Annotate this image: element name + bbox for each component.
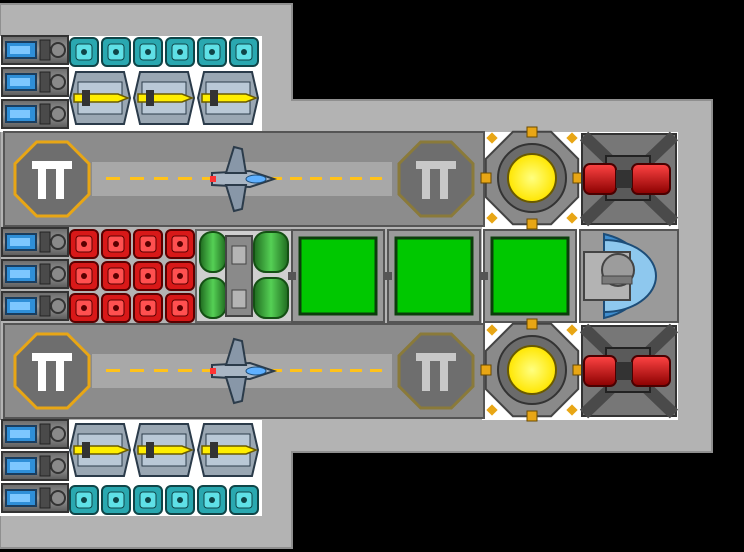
thruster-column-middle <box>1 227 69 321</box>
armor-cell[interactable] <box>101 293 131 323</box>
missile-row-bottom <box>68 423 260 477</box>
laser-turret[interactable] <box>579 323 679 419</box>
shield-cell[interactable] <box>69 37 99 67</box>
shield-cell[interactable] <box>101 485 131 515</box>
laser-turret-column <box>579 131 679 419</box>
thruster-module[interactable] <box>1 67 69 97</box>
thruster-module[interactable] <box>1 259 69 289</box>
shield-cell-row-bottom <box>69 485 259 515</box>
armor-cell[interactable] <box>101 261 131 291</box>
fighter-ship[interactable] <box>210 337 278 405</box>
shield-cell[interactable] <box>101 37 131 67</box>
shield-cell[interactable] <box>133 37 163 67</box>
armor-cell[interactable] <box>69 229 99 259</box>
thruster-module[interactable] <box>1 483 69 513</box>
shield-cell[interactable] <box>165 37 195 67</box>
shield-cell[interactable] <box>229 37 259 67</box>
hangar-bottom[interactable] <box>3 323 485 419</box>
cargo-bay[interactable] <box>384 229 481 323</box>
armor-cell[interactable] <box>165 229 195 259</box>
missile-launcher[interactable] <box>132 423 196 477</box>
cargo-bay[interactable] <box>288 229 385 323</box>
laser-turret[interactable] <box>579 131 679 227</box>
cargo-bay[interactable] <box>480 229 577 323</box>
reactor-core-column <box>480 126 584 422</box>
shield-cell[interactable] <box>229 485 259 515</box>
reactor-core[interactable] <box>480 126 584 230</box>
shield-cell[interactable] <box>197 485 227 515</box>
armor-cell[interactable] <box>165 293 195 323</box>
landing-pad-idle[interactable] <box>397 140 475 218</box>
thruster-column-top <box>1 35 69 129</box>
hangar-top[interactable] <box>3 131 485 227</box>
thruster-module[interactable] <box>1 419 69 449</box>
missile-launcher[interactable] <box>68 71 132 125</box>
thruster-module[interactable] <box>1 35 69 65</box>
armor-cell[interactable] <box>69 261 99 291</box>
missile-row-top <box>68 71 260 125</box>
thruster-module[interactable] <box>1 291 69 321</box>
shield-cell-row-top <box>69 37 259 67</box>
missile-launcher[interactable] <box>196 71 260 125</box>
armor-cell[interactable] <box>133 261 163 291</box>
thruster-module[interactable] <box>1 451 69 481</box>
armor-cell[interactable] <box>133 229 163 259</box>
cargo-bay-row <box>288 229 577 323</box>
shield-cell[interactable] <box>165 485 195 515</box>
shield-cell[interactable] <box>133 485 163 515</box>
thruster-module[interactable] <box>1 99 69 129</box>
fuel-tank-cluster[interactable] <box>195 229 293 323</box>
landing-pad-active[interactable] <box>13 332 91 410</box>
armor-cell-grid <box>69 229 195 323</box>
thruster-module[interactable] <box>1 227 69 257</box>
reactor-core[interactable] <box>480 318 584 422</box>
shield-generator[interactable] <box>579 229 679 323</box>
missile-launcher[interactable] <box>132 71 196 125</box>
shield-cell[interactable] <box>197 37 227 67</box>
shield-cell[interactable] <box>69 485 99 515</box>
armor-cell[interactable] <box>101 229 131 259</box>
armor-cell[interactable] <box>133 293 163 323</box>
landing-pad-idle[interactable] <box>397 332 475 410</box>
missile-launcher[interactable] <box>68 423 132 477</box>
armor-cell[interactable] <box>165 261 195 291</box>
armor-cell[interactable] <box>69 293 99 323</box>
fighter-ship[interactable] <box>210 145 278 213</box>
missile-launcher[interactable] <box>196 423 260 477</box>
thruster-column-bottom <box>1 419 69 513</box>
landing-pad-active[interactable] <box>13 140 91 218</box>
